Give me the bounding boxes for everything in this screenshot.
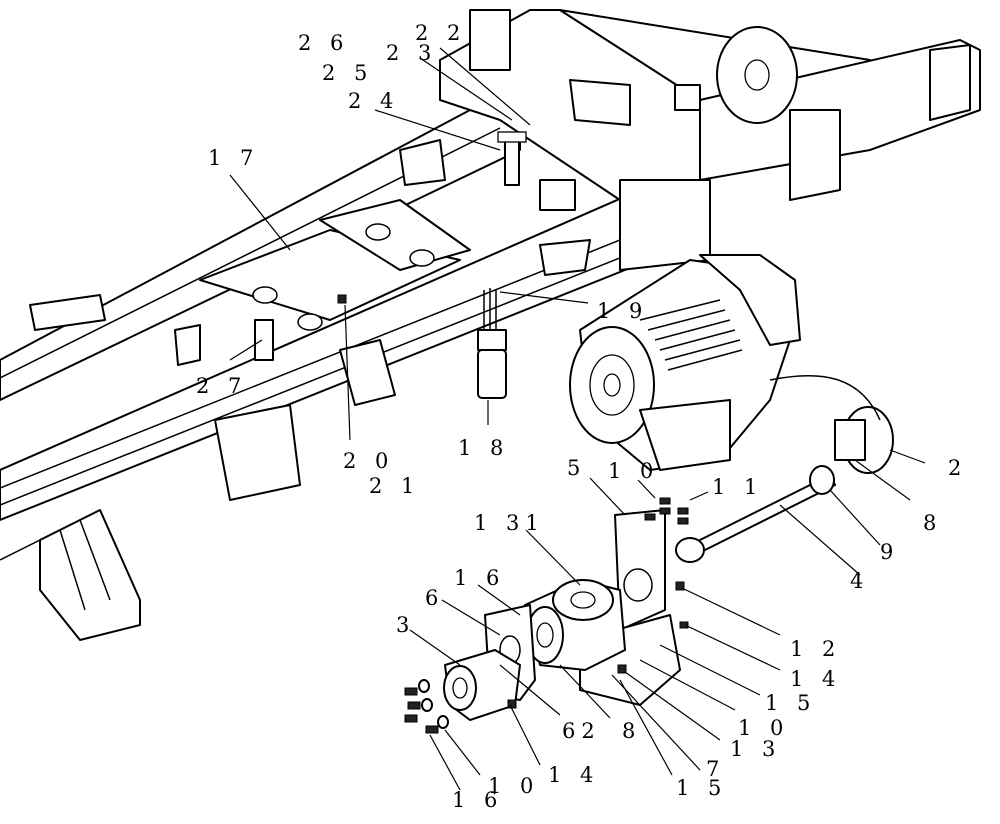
callout-15-right: 1 5: [765, 691, 816, 715]
callout-8-lower: 8: [622, 719, 641, 743]
filter-assembly: [477, 288, 507, 399]
callout-22: 2 2: [415, 21, 466, 45]
callout-25: 2 5: [322, 61, 373, 85]
callout-10-lower: 1 0: [488, 774, 539, 798]
callout-16-lower: 1 6: [452, 788, 503, 812]
callout-7: 7: [706, 757, 725, 781]
callout-21: 2 1: [369, 474, 420, 498]
callout-15-lower: 1 5: [676, 776, 727, 800]
callout-11: 1 1: [712, 475, 763, 499]
callout-2: 2: [948, 456, 967, 480]
callout-10-right: 1 0: [738, 716, 789, 740]
callout-23: 2 3: [386, 41, 437, 65]
callout-3: 3: [396, 613, 415, 637]
leader-lines: [229, 47, 926, 791]
fasteners: [337, 294, 689, 734]
callout-5: 5: [567, 456, 586, 480]
drive-shaft: [675, 465, 836, 563]
callout-62: 62: [562, 719, 601, 743]
callout-10-top: 1 0: [608, 459, 659, 483]
callout-27: 2 7: [196, 374, 247, 398]
callout-24: 2 4: [348, 89, 399, 113]
callout-131: 1 31: [474, 511, 545, 535]
callout-20: 2 0: [343, 449, 394, 473]
callout-8: 8: [923, 511, 942, 535]
callout-9: 9: [880, 540, 899, 564]
callout-18: 1 8: [458, 436, 509, 460]
callout-labels: 2 6 2 5 2 4 2 3 2 2 1 7 1 9 2 7 1 8 2 0 …: [196, 21, 967, 812]
callout-26: 2 6: [298, 31, 349, 55]
callout-16-top: 1 6: [454, 566, 505, 590]
chassis-frame: [0, 9, 981, 641]
callout-19: 1 9: [597, 299, 648, 323]
callout-14-lower: 1 4: [548, 763, 599, 787]
transmission: [569, 254, 894, 474]
callout-14-right: 1 4: [790, 667, 841, 691]
callout-6: 6: [425, 586, 444, 610]
callout-13: 1 3: [730, 737, 781, 761]
callout-12: 1 2: [790, 637, 841, 661]
callout-4: 4: [850, 569, 869, 593]
hydraulic-pump: [524, 579, 626, 671]
callout-17: 1 7: [208, 146, 259, 170]
gear-pump: [443, 649, 521, 721]
